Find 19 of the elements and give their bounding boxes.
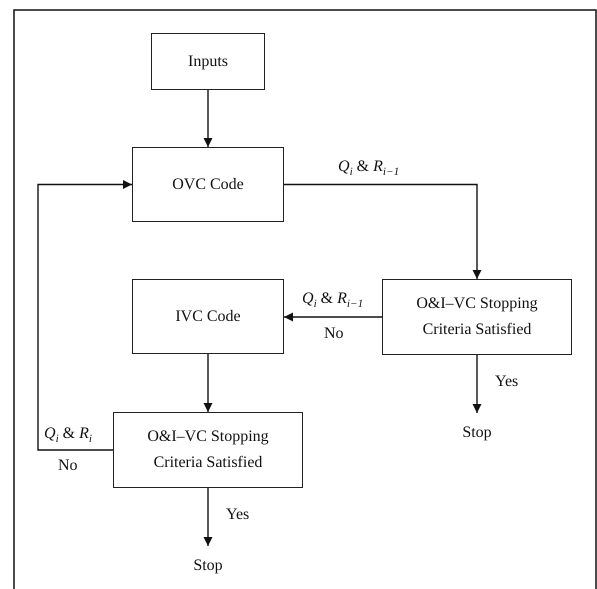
process-box	[113, 412, 303, 488]
arrow	[472, 355, 482, 413]
arrow	[284, 312, 382, 322]
arrow	[204, 488, 212, 546]
process-box	[151, 33, 265, 90]
process-box	[132, 147, 284, 222]
box-text: O&I–VC Stopping Criteria Satisfied	[415, 294, 539, 340]
process-box	[132, 279, 284, 354]
box-text: OVC Code	[171, 174, 245, 195]
process-box	[382, 279, 572, 355]
box-text: IVC Code	[174, 306, 242, 327]
arrow	[204, 90, 212, 147]
terminal-text: Stop	[193, 556, 223, 576]
arrow	[37, 180, 132, 451]
arrow	[204, 354, 212, 412]
terminal-text: Stop	[462, 423, 492, 444]
box-text: Inputs	[187, 52, 229, 72]
box-text: O&I–VC Stopping Criteria Satisfied	[146, 427, 270, 473]
arrow	[284, 184, 482, 279]
